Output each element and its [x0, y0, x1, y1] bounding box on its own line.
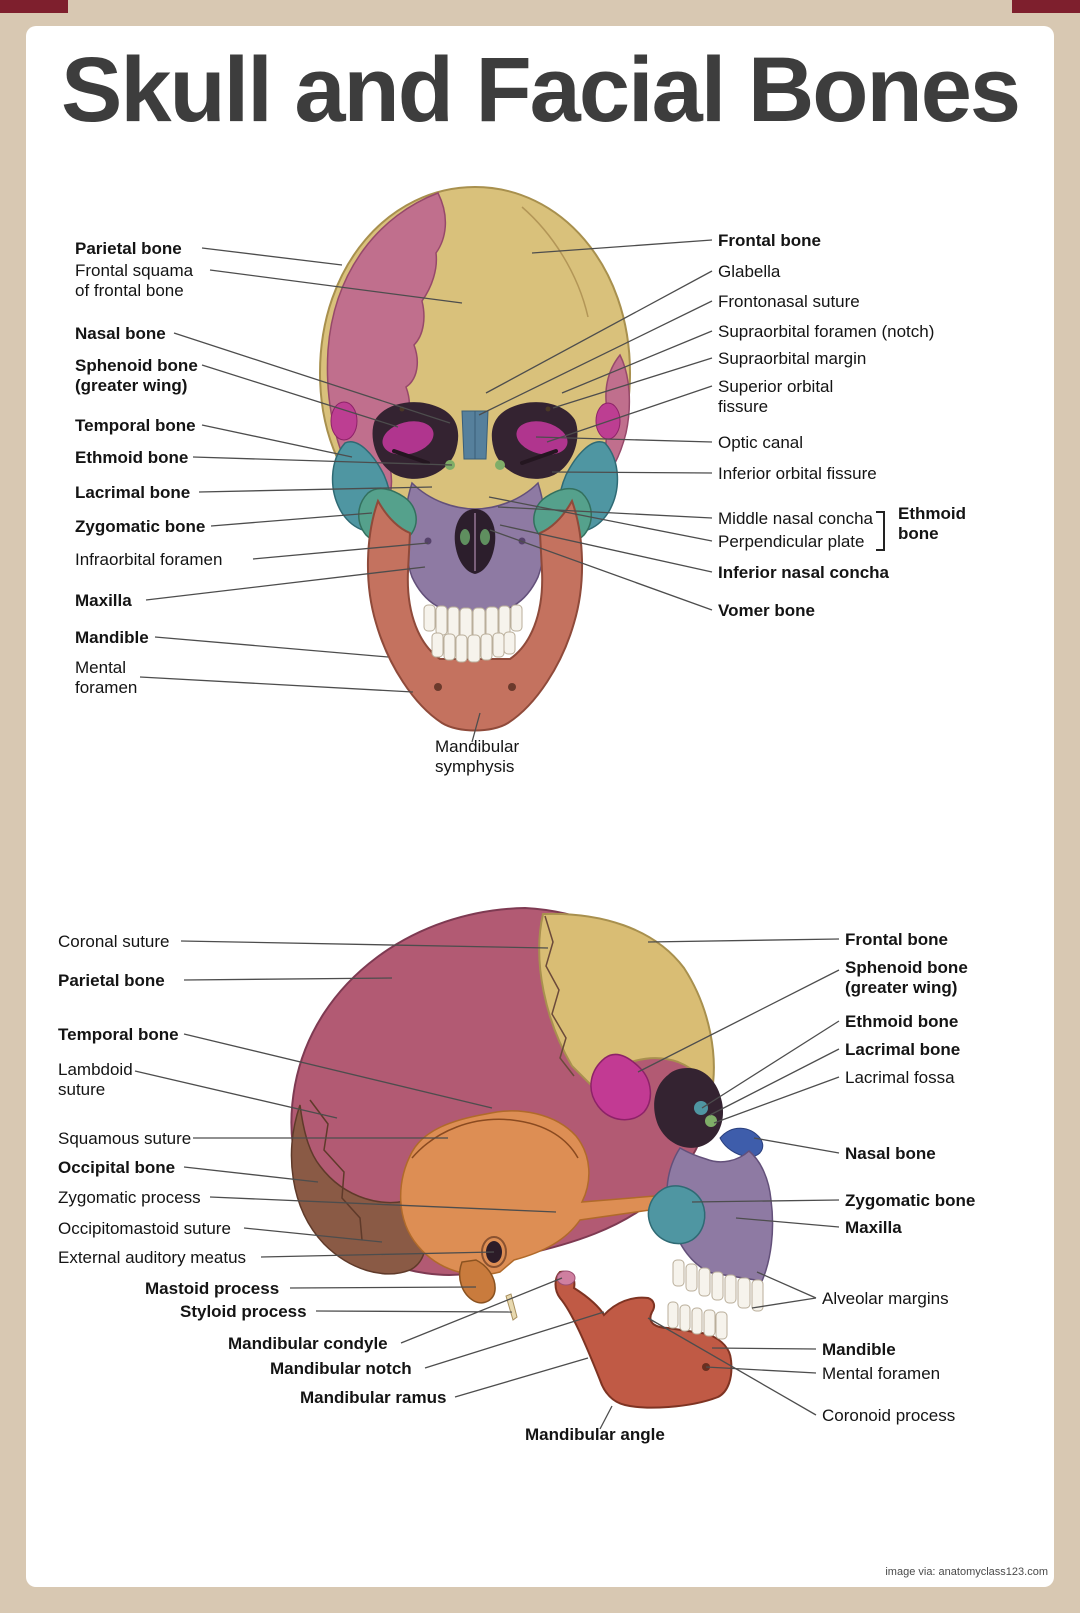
upper-teeth — [423, 604, 523, 642]
label-lacrimal-bone-anterior: Lacrimal bone — [75, 483, 191, 502]
lower-teeth — [431, 631, 516, 663]
ethmoid-bit-left — [445, 460, 455, 470]
label-mental-foramen-lateral: Mental foramen — [822, 1364, 941, 1383]
label-nasal-bone-anterior: Nasal bone — [75, 324, 166, 343]
mental-foramen-lateral — [702, 1363, 710, 1371]
corner-artifact-left — [0, 0, 68, 13]
coronal-suture-lateral-line — [544, 915, 575, 1077]
supraorbital-notch-right — [545, 406, 551, 412]
infraorbital-foramen-left — [424, 537, 432, 545]
label-coronal-suture: Coronal suture — [58, 932, 170, 951]
label-squamous-suture: Squamous suture — [58, 1129, 192, 1148]
ethmoid-group-bracket — [876, 511, 885, 551]
anterior-view-figure: Parietal bone Frontal squama of frontal … — [0, 165, 1080, 815]
mental-foramen-right — [508, 683, 516, 691]
label-maxilla-lateral: Maxilla — [845, 1218, 902, 1237]
label-zygomatic-bone-lateral: Zygomatic bone — [845, 1191, 976, 1210]
label-mandible-lateral: Mandible — [822, 1340, 896, 1359]
sphenoid-temple-left — [330, 401, 358, 441]
sphenoid-temple-right — [595, 402, 621, 440]
label-occipitomastoid-suture: Occipitomastoid suture — [58, 1219, 231, 1238]
external-auditory-meatus-shape — [486, 1241, 502, 1263]
label-temporal-bone-lateral: Temporal bone — [58, 1025, 179, 1044]
label-parietal-bone-anterior: Parietal bone — [75, 239, 182, 258]
anterior-skull-illustration — [318, 185, 632, 732]
nasal-bone-lateral-shape — [719, 1127, 764, 1158]
label-sphenoid-bone-anterior: Sphenoid bone (greater wing) — [75, 356, 198, 395]
label-inferior-orbital-fissure: Inferior orbital fissure — [718, 464, 877, 483]
label-mental-foramen-anterior: Mental foramen — [75, 658, 138, 697]
label-coronoid-process: Coronoid process — [822, 1406, 956, 1425]
label-frontal-bone-anterior: Frontal bone — [718, 231, 821, 250]
label-zygomatic-bone-anterior: Zygomatic bone — [75, 517, 206, 536]
label-occipital-bone: Occipital bone — [58, 1158, 176, 1177]
label-lacrimal-fossa: Lacrimal fossa — [845, 1068, 955, 1087]
infraorbital-foramen-right — [518, 537, 526, 545]
label-mandibular-angle: Mandibular angle — [525, 1425, 665, 1444]
label-middle-nasal-concha: Middle nasal concha — [718, 509, 873, 528]
label-styloid-process: Styloid process — [180, 1302, 307, 1321]
label-alveolar-margins: Alveolar margins — [822, 1289, 949, 1308]
image-credit: image via: anatomyclass123.com — [885, 1566, 1048, 1578]
label-ethmoid-group: Ethmoid bone — [898, 504, 966, 543]
label-sphenoid-bone-lateral: Sphenoid bone (greater wing) — [845, 958, 968, 997]
label-glabella: Glabella — [718, 262, 781, 281]
nasal-concha-left — [460, 529, 470, 545]
label-inferior-nasal-concha: Inferior nasal concha — [718, 563, 889, 582]
label-superior-orbital-fissure: Superior orbital fissure — [718, 377, 834, 416]
ethmoid-bit-lateral — [694, 1101, 708, 1115]
label-temporal-bone-anterior: Temporal bone — [75, 416, 196, 435]
page-title: Skull and Facial Bones — [60, 39, 1021, 141]
label-mandibular-symphysis: Mandibular symphysis — [435, 737, 520, 776]
label-optic-canal: Optic canal — [718, 433, 804, 452]
label-nasal-bone-lateral: Nasal bone — [845, 1144, 936, 1163]
sphenoid-orbit-left — [382, 421, 434, 455]
label-lambdoid-suture: Lambdoid suture — [58, 1060, 133, 1099]
mandibular-condyle-shape — [556, 1270, 576, 1286]
label-perpendicular-plate: Perpendicular plate — [718, 532, 865, 551]
label-infraorbital-foramen: Infraorbital foramen — [75, 550, 223, 569]
styloid-process-shape — [505, 1293, 518, 1321]
lambdoid-suture-line — [309, 1099, 363, 1241]
label-mandibular-notch: Mandibular notch — [270, 1359, 412, 1378]
orbital-fissure-right — [520, 449, 558, 465]
label-mandibular-condyle: Mandibular condyle — [228, 1334, 388, 1353]
label-supraorbital-margin: Supraorbital margin — [718, 349, 867, 368]
label-maxilla-anterior: Maxilla — [75, 591, 132, 610]
corner-artifact-right — [1012, 0, 1080, 13]
ethmoid-bit-right — [495, 460, 505, 470]
label-ethmoid-bone-lateral: Ethmoid bone — [845, 1012, 959, 1031]
label-mandible-anterior: Mandible — [75, 628, 149, 647]
label-mastoid-process: Mastoid process — [145, 1279, 280, 1298]
sphenoid-bone-lateral-shape — [590, 1053, 652, 1121]
label-zygomatic-process: Zygomatic process — [58, 1188, 201, 1207]
label-frontal-bone-lateral: Frontal bone — [845, 930, 948, 949]
zygomatic-bone-lateral-shape — [647, 1185, 706, 1245]
label-parietal-bone-lateral: Parietal bone — [58, 971, 165, 990]
lacrimal-bit-lateral — [705, 1115, 717, 1127]
label-lacrimal-bone-lateral: Lacrimal bone — [845, 1040, 961, 1059]
lateral-view-figure: Coronal suture Parietal bone Temporal bo… — [0, 880, 1080, 1580]
label-supraorbital-foramen: Supraorbital foramen (notch) — [718, 322, 935, 341]
label-ethmoid-bone-anterior: Ethmoid bone — [75, 448, 189, 467]
supraorbital-notch-left — [399, 406, 405, 412]
lateral-skull-illustration — [290, 906, 774, 1409]
label-mandibular-ramus: Mandibular ramus — [300, 1388, 447, 1407]
mental-foramen-left — [434, 683, 442, 691]
nasal-concha-right — [480, 529, 490, 545]
label-frontonasal-suture: Frontonasal suture — [718, 292, 860, 311]
label-external-auditory-meatus: External auditory meatus — [58, 1248, 247, 1267]
label-vomer-bone: Vomer bone — [718, 601, 815, 620]
label-frontal-squama: Frontal squama of frontal bone — [75, 261, 194, 300]
